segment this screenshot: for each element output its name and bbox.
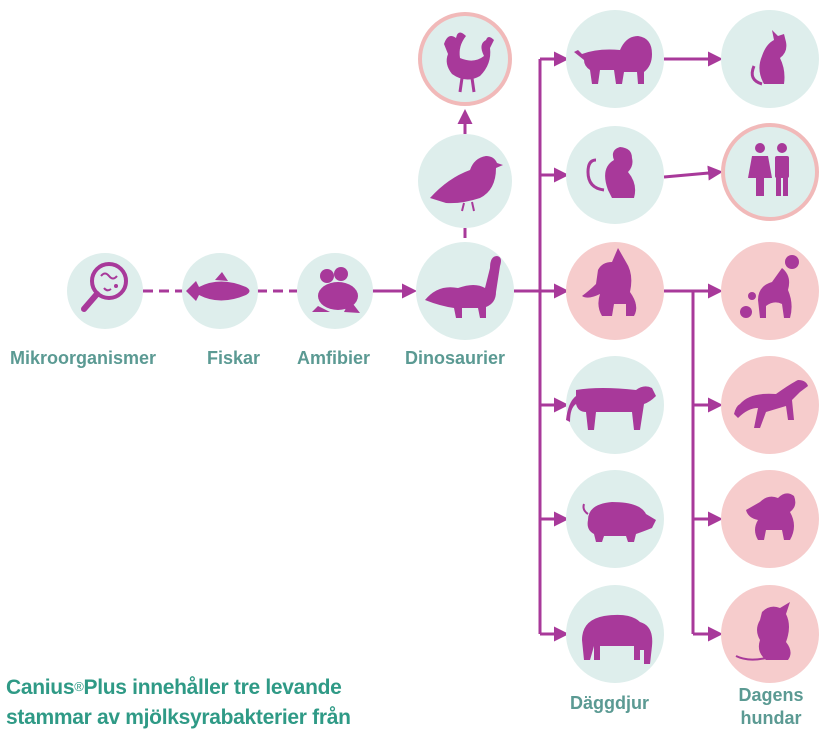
bird-icon <box>430 156 503 212</box>
cat-icon <box>750 30 787 86</box>
label-daggdjur: Däggdjur <box>570 693 649 713</box>
label-fiskar: Fiskar <box>207 348 261 368</box>
node-circles <box>67 10 819 683</box>
monkey-icon <box>586 147 636 198</box>
dinosaur-icon <box>425 256 501 318</box>
connectors <box>143 51 723 642</box>
pig-icon <box>582 502 656 542</box>
caption-text: Canius®Plus innehåller tre levande stamm… <box>6 674 426 732</box>
label-mikroorganismer: Mikroorganismer <box>10 348 157 368</box>
lion-icon <box>574 36 652 84</box>
caption-line2: stammar av mjölksyrabakterier från <box>6 706 351 729</box>
poodle-icon <box>740 255 799 318</box>
elephant-icon <box>582 614 653 664</box>
magnifier-bacteria-icon <box>81 262 128 312</box>
humans-icon <box>748 143 789 196</box>
caption-brand: Canius <box>6 676 75 699</box>
caption-line1-rest: Plus innehåller tre levande <box>83 676 342 699</box>
label-dinosaurier: Dinosaurier <box>405 348 506 368</box>
cow-icon <box>566 386 656 430</box>
greyhound-icon <box>734 380 808 428</box>
rooster-icon <box>444 32 494 93</box>
wolf-icon <box>582 248 637 316</box>
caption-registered-mark: ® <box>74 679 84 694</box>
frog-icon <box>312 267 360 313</box>
label-dagens-hundar: Dagens hundar <box>728 684 814 730</box>
terrier-icon <box>746 493 796 540</box>
label-amfibier: Amfibier <box>297 348 371 368</box>
node-rooster <box>418 12 512 106</box>
label-dagens-line1: Dagens <box>738 685 804 705</box>
sitting-dog-icon <box>735 602 791 661</box>
label-dagens-line2: hundar <box>740 708 802 728</box>
arrow-monkey-humans <box>663 165 723 181</box>
fish-icon <box>186 272 250 301</box>
